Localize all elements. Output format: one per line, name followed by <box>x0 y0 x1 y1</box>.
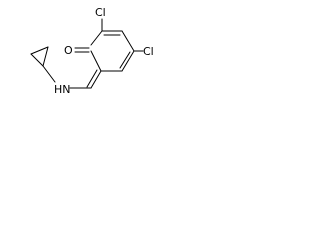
bond-c6-ch <box>90 70 102 89</box>
bond-c4-c5 <box>121 50 135 72</box>
bond-n-cp <box>42 65 56 83</box>
atom-amine: HN <box>54 83 71 96</box>
bond-cp-3 <box>42 46 49 67</box>
bond-c1-c2 <box>90 30 103 46</box>
molecule-diagram: Cl Cl O HN <box>30 6 154 96</box>
bond-c6-ch-double <box>86 69 98 88</box>
atom-cl-top: Cl <box>95 6 106 19</box>
atom-oxygen: O <box>64 44 73 57</box>
structure-canvas: Cl Cl O HN <box>0 0 190 111</box>
bond-c3-c4 <box>121 30 135 52</box>
atom-cl-right: Cl <box>143 45 154 58</box>
bond-cp-2 <box>30 46 49 55</box>
bond-c6-c1 <box>90 50 102 72</box>
bond-c4-c5-double <box>119 51 131 69</box>
bond-cp-1 <box>30 53 44 67</box>
